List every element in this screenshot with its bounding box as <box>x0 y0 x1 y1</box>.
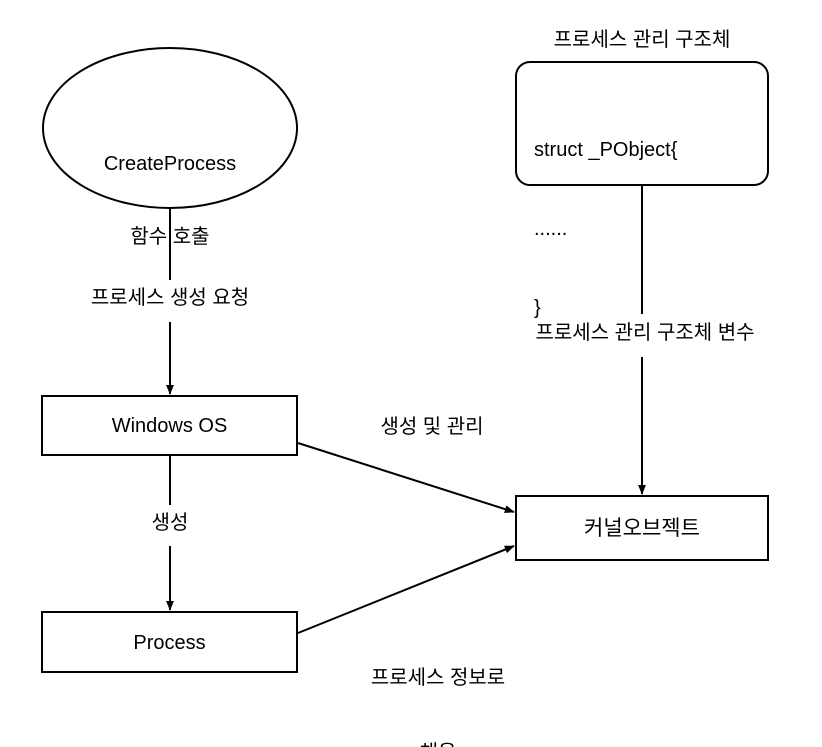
edge-process-to-kernel-object <box>297 545 515 634</box>
edge-windows-os-to-kernel-object <box>297 442 515 514</box>
node-kernel-object-shape[interactable] <box>515 495 769 561</box>
node-pobject-struct-shape[interactable] <box>515 61 769 186</box>
node-create-process-shape[interactable] <box>42 47 298 209</box>
node-windows-os-shape[interactable] <box>41 395 298 456</box>
node-process-shape[interactable] <box>41 611 298 673</box>
